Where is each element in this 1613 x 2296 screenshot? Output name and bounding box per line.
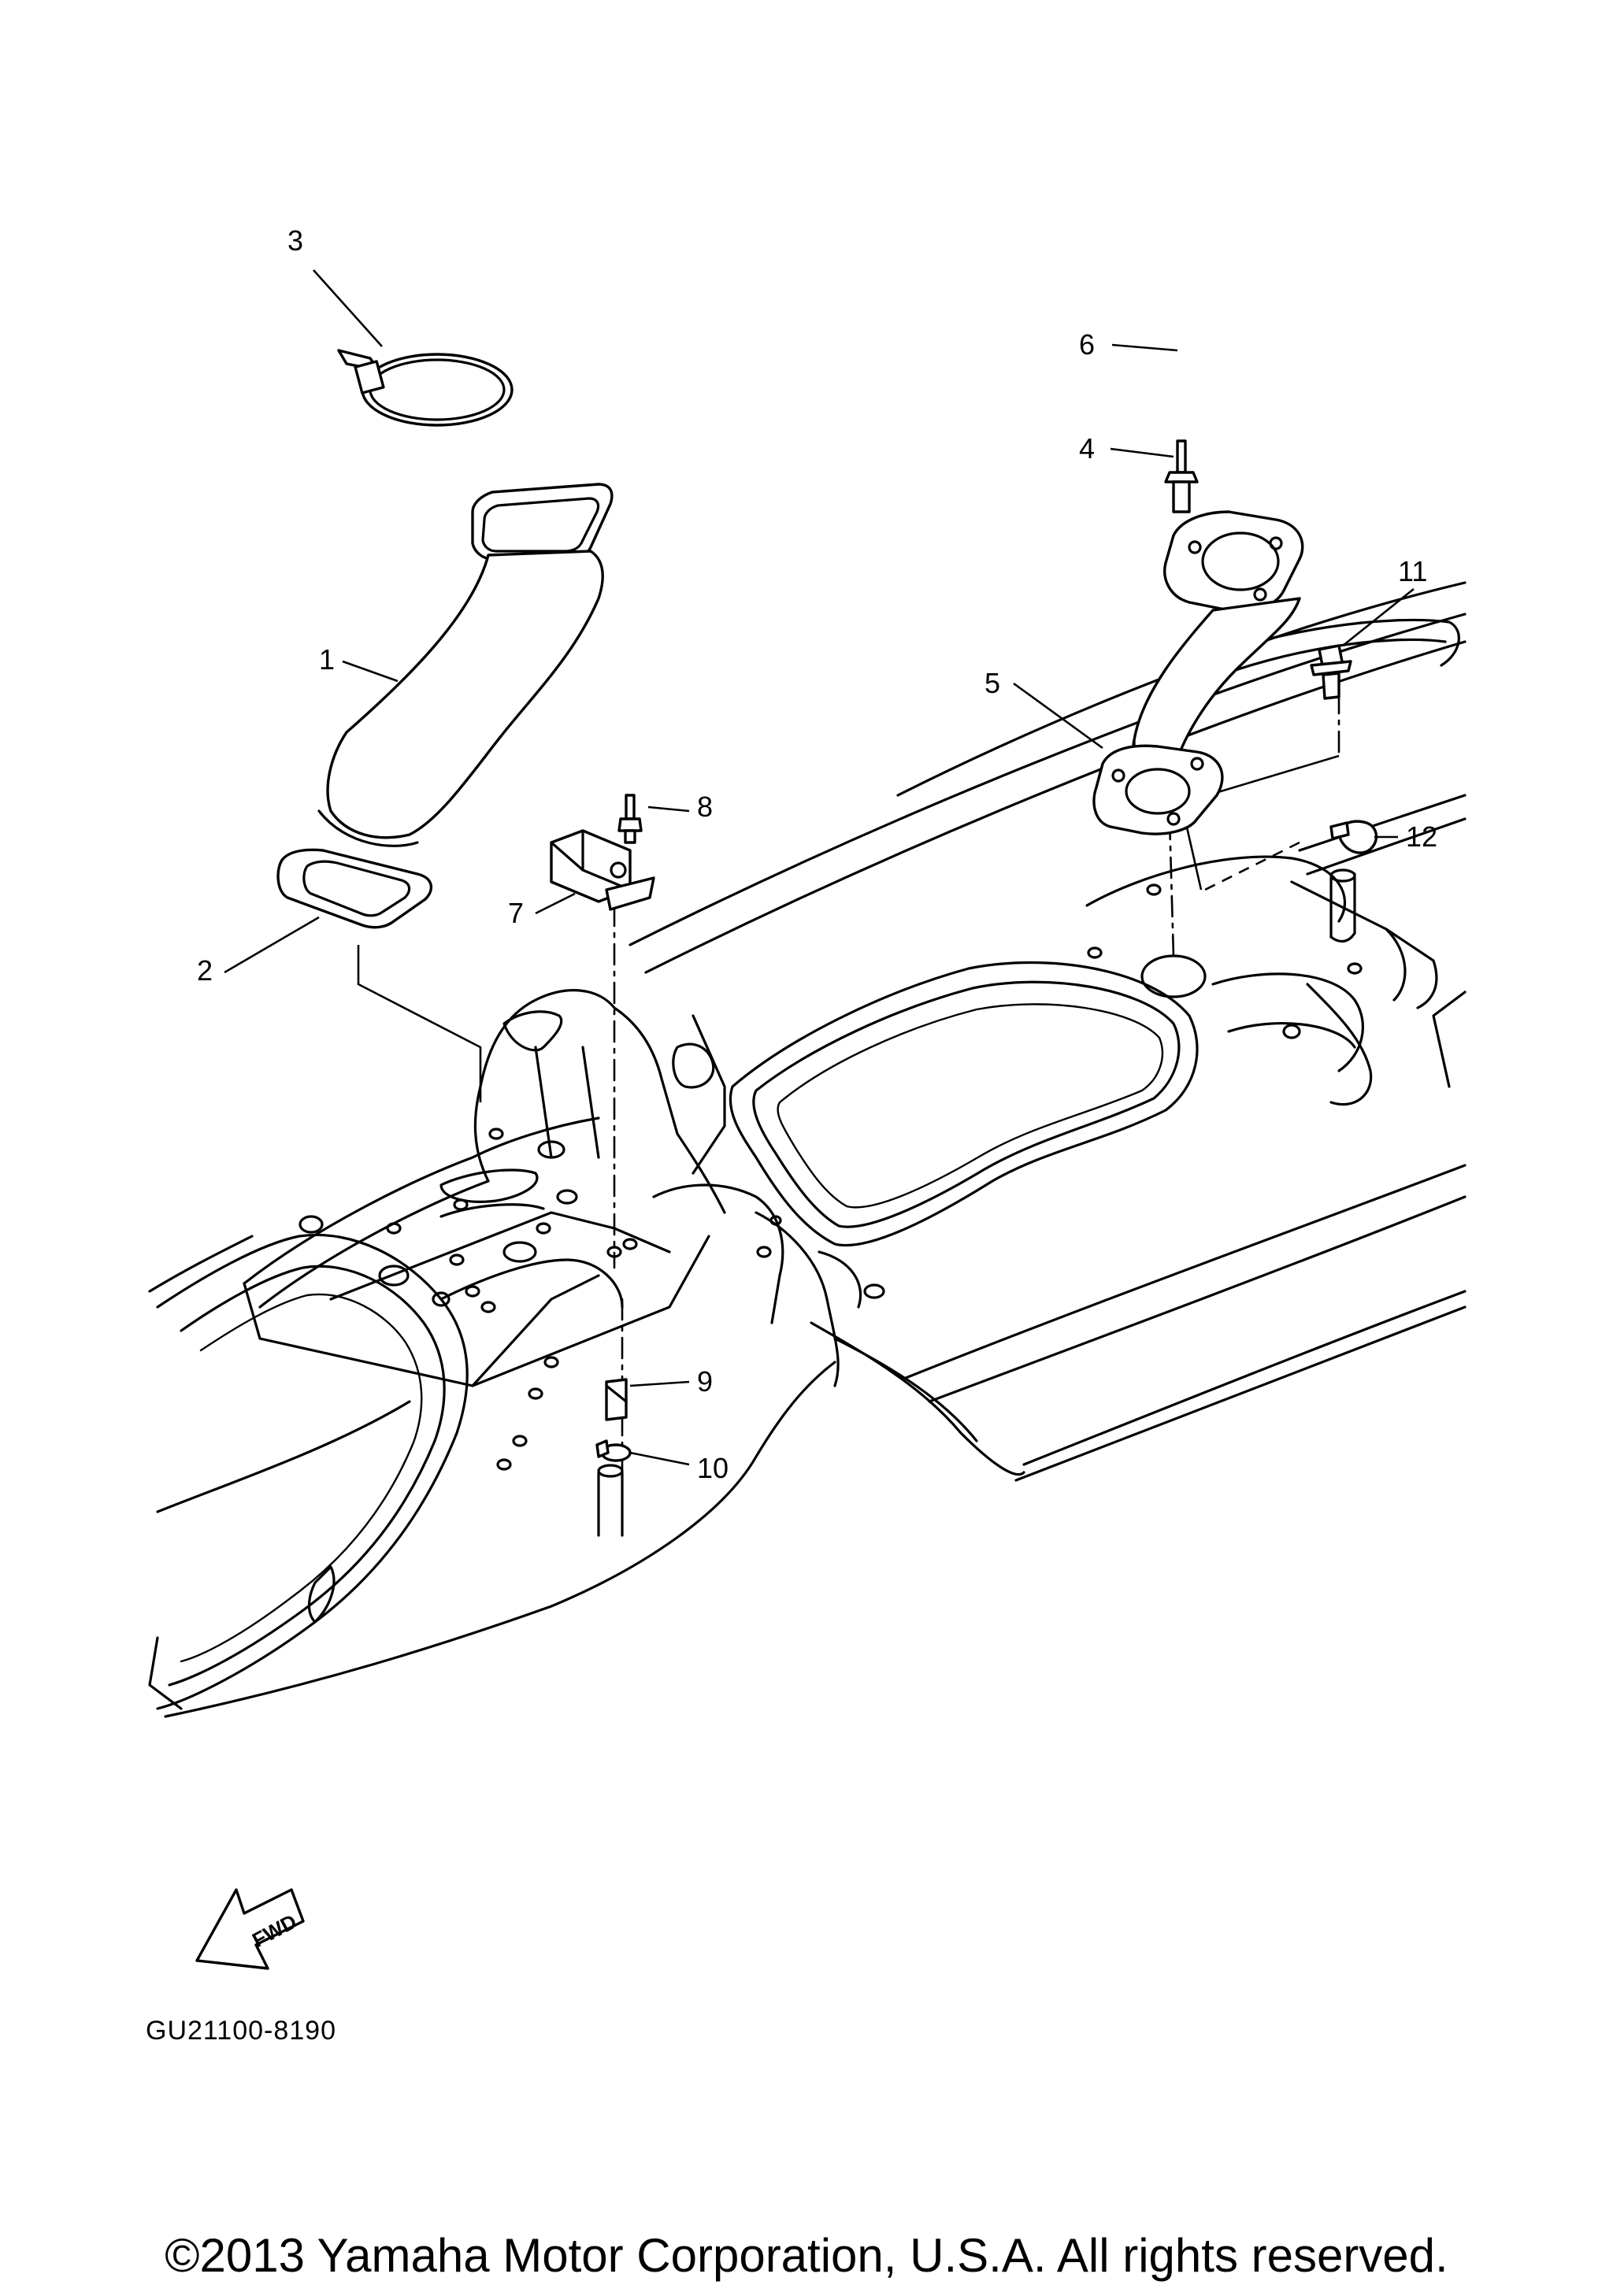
part-7-bracket [550,829,655,911]
copyright-notice: ©2013 Yamaha Motor Corporation, U.S.A. A… [165,2229,1448,2282]
part-4-pipe [1131,510,1304,785]
diagram-reference-code: GU21100-8190 [146,2016,336,2046]
callout-4: 4 [1079,432,1095,465]
leader-lines [224,269,1415,1466]
callout-labels: 3 1 2 6 4 5 8 7 9 10 11 12 [197,224,1437,1484]
part-1-duct [317,483,614,847]
callout-2: 2 [197,954,213,987]
callout-9: 9 [697,1365,713,1398]
callout-6: 6 [1079,328,1095,361]
part-8-pin [617,794,643,844]
callout-1: 1 [319,643,335,676]
callout-3: 3 [287,224,303,257]
hull-deck-outline [148,581,1467,1718]
callout-11: 11 [1398,555,1427,587]
part-11-bolt [1310,644,1352,700]
part-9-hose [605,1378,628,1421]
callout-10: 10 [697,1452,729,1484]
part-2-gasket [276,848,433,929]
callout-5: 5 [984,667,1000,699]
callout-12: 12 [1406,820,1437,853]
part-12-clip [1329,820,1378,854]
callout-7: 7 [508,897,524,929]
callout-8: 8 [697,791,713,823]
part-5-gasket [1092,744,1224,835]
part-6-rivet [1164,439,1199,513]
part-10-clamp [595,1439,632,1462]
fwd-arrow: FWD [195,1888,305,1970]
part-3-clamp [337,349,514,427]
